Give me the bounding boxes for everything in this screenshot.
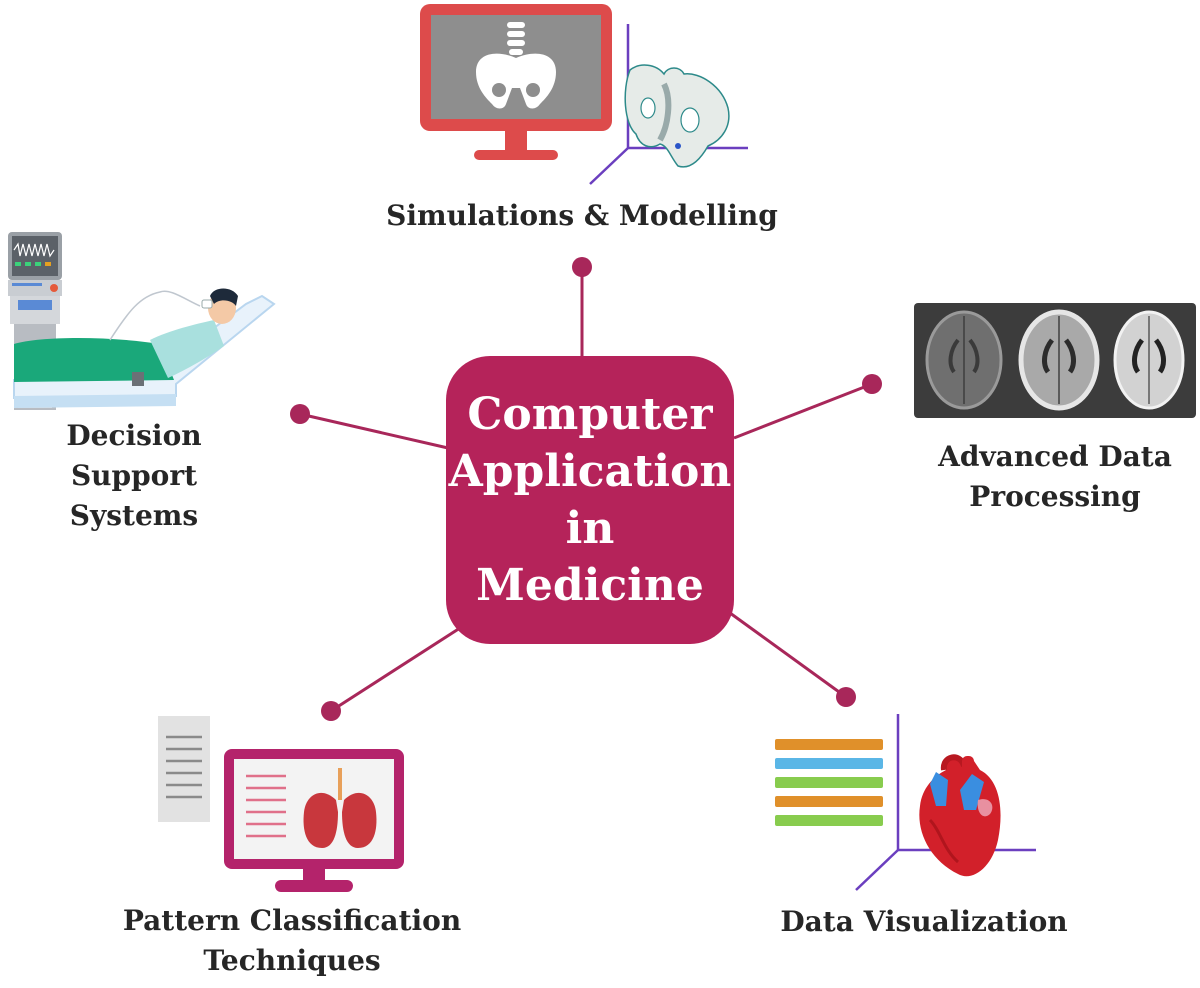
label-decision-support: Decision Support Systems xyxy=(0,416,268,536)
label-simulations: Simulations & Modelling xyxy=(382,196,782,236)
label-pattern-classification-line-2: Techniques xyxy=(203,944,381,977)
lungs-monitor-icon xyxy=(158,716,404,892)
pelvis-xray-monitor-icon xyxy=(420,4,748,185)
label-decision-support-line-2: Systems xyxy=(69,499,199,532)
center-title-line-1: Computer xyxy=(467,389,713,440)
label-data-visualization: Data Visualization xyxy=(774,902,1074,942)
center-box xyxy=(446,356,734,644)
label-pattern-classification: Pattern Classification Techniques xyxy=(112,901,472,981)
label-simulations-line-1: Simulations & Modelling xyxy=(386,199,778,232)
center-title-line-2: Application xyxy=(448,446,732,497)
label-advanced-data-line-2: Processing xyxy=(969,480,1141,513)
label-advanced-data-line-1: Advanced Data xyxy=(938,440,1172,473)
connector-dot-decision-support xyxy=(290,404,310,424)
connector-dot-pattern-classification xyxy=(321,701,341,721)
center-title: Computer Application in Medicine xyxy=(446,356,734,644)
hospital-bed-patient-icon xyxy=(8,232,276,410)
connector-decision-support xyxy=(299,412,449,450)
heart-3d-axes-icon xyxy=(775,714,1036,891)
label-data-visualization-line-1: Data Visualization xyxy=(780,905,1068,938)
connectors xyxy=(290,257,882,721)
connector-advanced-data xyxy=(733,382,873,440)
center-title-line-3: in Medicine xyxy=(476,503,704,611)
connector-dot-advanced-data xyxy=(862,374,882,394)
label-pattern-classification-line-1: Pattern Classification xyxy=(122,904,462,937)
connector-data-visualization xyxy=(729,611,847,699)
connector-pattern-classification xyxy=(330,626,461,713)
brain-mri-scans-icon xyxy=(914,303,1196,418)
connector-dot-simulations xyxy=(572,257,592,277)
label-decision-support-line-1: Decision Support xyxy=(66,419,202,492)
connector-dot-data-visualization xyxy=(836,687,856,707)
label-advanced-data: Advanced Data Processing xyxy=(920,437,1190,517)
